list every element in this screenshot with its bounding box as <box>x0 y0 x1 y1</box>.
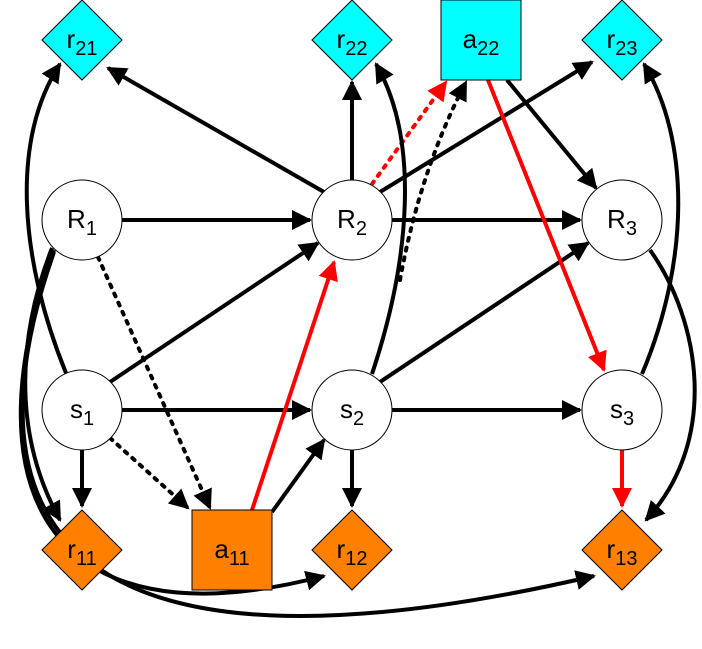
node-label: r13 <box>607 534 638 570</box>
node-label: r23 <box>607 24 638 60</box>
label-subscript: 23 <box>615 38 637 60</box>
node-label: R3 <box>607 204 637 240</box>
label-subscript: 12 <box>345 548 367 570</box>
label-subscript: 3 <box>626 218 637 240</box>
node-r2: R2 <box>311 179 393 261</box>
node-label: r21 <box>67 24 98 60</box>
label-base: r <box>337 24 346 54</box>
label-base: s <box>340 394 353 424</box>
edge-a11-to-s2 <box>270 438 326 514</box>
edge-s1-to-r21 <box>24 62 68 374</box>
node-s1: s1 <box>41 369 123 451</box>
diamond-shape <box>41 509 123 591</box>
diamond-shape <box>41 0 123 81</box>
circle-shape <box>311 369 393 451</box>
node-label: R2 <box>337 204 367 240</box>
square-shape <box>440 0 522 81</box>
label-base: s <box>610 394 623 424</box>
node-label: a22 <box>463 24 500 60</box>
diamond-shape <box>311 509 393 591</box>
label-subscript: 3 <box>623 408 634 430</box>
node-r12: r12 <box>311 509 393 591</box>
label-subscript: 2 <box>356 218 367 240</box>
edge-s1-to-a11 <box>108 436 190 510</box>
node-r3: R3 <box>581 179 663 261</box>
circle-shape <box>581 369 663 451</box>
label-base: R <box>337 204 356 234</box>
label-subscript: 21 <box>75 38 97 60</box>
node-label: r11 <box>67 534 96 570</box>
edge-r2-to-a22 <box>370 80 448 186</box>
diamond-shape <box>311 0 393 81</box>
label-subscript: 1 <box>86 218 97 240</box>
node-label: s3 <box>610 394 634 430</box>
node-r11: r11 <box>41 509 123 591</box>
circle-shape <box>581 179 663 261</box>
diamond-shape <box>581 509 663 591</box>
label-base: R <box>67 204 86 234</box>
node-label: s2 <box>340 394 364 430</box>
node-label: a11 <box>214 534 249 570</box>
label-subscript: 22 <box>477 38 499 60</box>
node-label: r22 <box>337 24 368 60</box>
label-subscript: 1 <box>83 408 94 430</box>
label-subscript: 22 <box>345 38 367 60</box>
node-r22: r22 <box>311 0 393 81</box>
edge-s2-to-a22 <box>398 80 468 282</box>
node-label: r12 <box>337 534 368 570</box>
label-base: r <box>607 534 616 564</box>
label-subscript: 2 <box>353 408 364 430</box>
edge-r2-to-r21 <box>106 66 325 194</box>
edges-layer <box>18 60 697 618</box>
node-a11: a11 <box>191 509 273 591</box>
edge-s2-to-r22 <box>370 62 407 375</box>
node-s2: s2 <box>311 369 393 451</box>
circle-shape <box>41 179 123 261</box>
node-s3: s3 <box>581 369 663 451</box>
node-label: s1 <box>70 394 94 430</box>
label-subscript: 11 <box>76 548 97 570</box>
node-r21: r21 <box>41 0 123 81</box>
circle-shape <box>41 369 123 451</box>
label-subscript: 11 <box>229 548 250 570</box>
node-r23: r23 <box>581 0 663 81</box>
edge-s2-to-r3 <box>378 241 590 384</box>
label-subscript: 13 <box>615 548 637 570</box>
circle-shape <box>311 179 393 261</box>
square-shape <box>191 509 273 591</box>
label-base: a <box>214 534 229 564</box>
label-base: a <box>463 24 478 54</box>
edge-a11-to-r2 <box>250 260 338 511</box>
diamond-shape <box>581 0 663 81</box>
node-r13: r13 <box>581 509 663 591</box>
label-base: s <box>70 394 83 424</box>
label-base: r <box>337 534 346 564</box>
edge-r2-to-r23 <box>378 60 594 194</box>
node-r1: R1 <box>41 179 123 261</box>
edge-s3-to-r23 <box>640 62 681 375</box>
edge-a22-to-r3 <box>505 78 598 190</box>
edge-r3-to-r13 <box>644 248 697 522</box>
label-base: r <box>607 24 616 54</box>
label-base: r <box>67 24 76 54</box>
edge-a22-to-s3 <box>486 79 607 372</box>
edge-s1-to-r2 <box>108 241 320 384</box>
edge-r1-to-a11 <box>96 255 212 510</box>
node-label: R1 <box>67 204 97 240</box>
label-base: R <box>607 204 626 234</box>
label-base: r <box>67 534 76 564</box>
node-a22: a22 <box>440 0 522 81</box>
